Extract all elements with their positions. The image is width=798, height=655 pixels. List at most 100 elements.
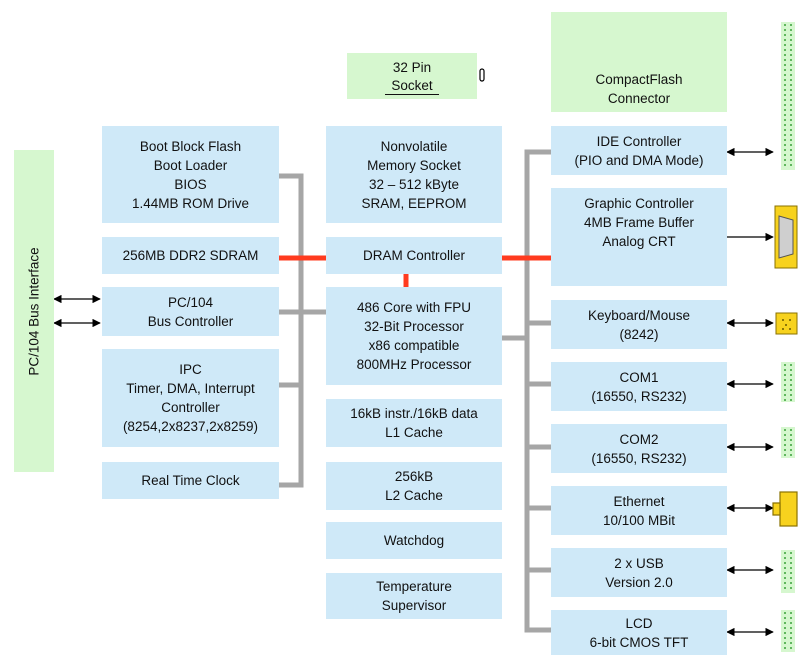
ipc-box: IPC Timer, DMA, Interrupt Controller (82… bbox=[102, 349, 279, 447]
cpu-line-4: 800MHz Processor bbox=[356, 357, 472, 372]
com1-line-2: (16550, RS232) bbox=[591, 388, 687, 404]
pin-header-pin bbox=[790, 79, 792, 81]
left-bus-lines bbox=[279, 173, 326, 488]
socket-pin-icon bbox=[479, 68, 485, 82]
pin-header-pin bbox=[790, 24, 792, 26]
pc104-bus-interface-label: PC/104 Bus Interface bbox=[26, 246, 42, 376]
pin-header-pin bbox=[784, 449, 786, 451]
cf-line-2: Connector bbox=[607, 91, 671, 106]
boot-block-flash-box: Boot Block Flash Boot Loader BIOS 1.44MB… bbox=[102, 126, 279, 223]
pin-header-pin bbox=[784, 149, 786, 151]
pin-header-pin bbox=[790, 449, 792, 451]
temp-line-1: Temperature bbox=[376, 579, 452, 594]
pin-header-pin bbox=[790, 444, 792, 446]
cpu-line-3: x86 compatible bbox=[368, 338, 460, 353]
pin-header-pin bbox=[784, 444, 786, 446]
graphic-line-1: Graphic Controller bbox=[584, 196, 694, 211]
pin-header-pin bbox=[784, 642, 786, 644]
watchdog-box: Watchdog bbox=[326, 522, 502, 559]
pin-header-pin bbox=[784, 647, 786, 649]
ipc-line-3: Controller bbox=[161, 400, 220, 415]
pin-header-pin bbox=[784, 389, 786, 391]
pin-header-pin bbox=[784, 622, 786, 624]
pin-header-pin bbox=[784, 154, 786, 156]
pin-header-pin bbox=[784, 582, 786, 584]
bus-controller-line-2: Bus Controller bbox=[147, 313, 234, 329]
pin-header-pin bbox=[784, 384, 786, 386]
pin-header-pin bbox=[784, 84, 786, 86]
pin-header-pin bbox=[790, 134, 792, 136]
pin-header-icon bbox=[781, 550, 795, 593]
temperature-supervisor-box: Temperature Supervisor bbox=[326, 573, 502, 619]
pin-header-pin bbox=[790, 389, 792, 391]
pin-header-pin bbox=[790, 622, 792, 624]
pin-header-pin bbox=[784, 144, 786, 146]
pin-header-pin bbox=[790, 399, 792, 401]
pin-header-pin bbox=[784, 99, 786, 101]
pin-header-pin bbox=[784, 24, 786, 26]
com2-line-2: (16550, RS232) bbox=[591, 450, 687, 466]
ps2-port-icon bbox=[775, 312, 798, 335]
graphic-line-2: 4MB Frame Buffer bbox=[583, 215, 695, 230]
pin-header-pin bbox=[784, 429, 786, 431]
dram-controller-box: DRAM Controller bbox=[326, 237, 502, 274]
pin-header-pin bbox=[784, 454, 786, 456]
pin-header-pin bbox=[784, 94, 786, 96]
l2-line-2: L2 Cache bbox=[385, 488, 443, 503]
nvram-line-3: 32 – 512 kByte bbox=[368, 176, 460, 192]
pin-header-pin bbox=[784, 34, 786, 36]
pin-header-pin bbox=[790, 454, 792, 456]
pin-header-pin bbox=[784, 89, 786, 91]
rj45-port-icon bbox=[772, 491, 798, 527]
pin-header-pin bbox=[784, 394, 786, 396]
pin-header-pin bbox=[784, 119, 786, 121]
pin-header-pin bbox=[790, 164, 792, 166]
pin-header-pin bbox=[784, 164, 786, 166]
pin-header-pin bbox=[790, 647, 792, 649]
ipc-line-4: (8254,2x8237,2x8259) bbox=[122, 419, 259, 434]
rtc-line-1: Real Time Clock bbox=[141, 473, 240, 488]
ethernet-box: Ethernet 10/100 MBit bbox=[551, 486, 727, 535]
pin-header-pin bbox=[790, 587, 792, 589]
graphic-controller-box: Graphic Controller 4MB Frame Buffer Anal… bbox=[551, 188, 727, 286]
pin-header-pin bbox=[790, 104, 792, 106]
pin-header-pin bbox=[790, 119, 792, 121]
nvram-line-2: Memory Socket bbox=[367, 157, 461, 173]
pin-header-pin bbox=[790, 139, 792, 141]
pin-header-pin bbox=[784, 552, 786, 554]
ethernet-line-1: Ethernet bbox=[613, 493, 665, 509]
pin-header-pin bbox=[784, 439, 786, 441]
boot-line-1: Boot Block Flash bbox=[139, 138, 242, 154]
pin-header-pin bbox=[790, 89, 792, 91]
ethernet-line-2: 10/100 MBit bbox=[602, 512, 676, 528]
pin-header-pin bbox=[784, 109, 786, 111]
pin-header-pin bbox=[790, 39, 792, 41]
pin-header-pin bbox=[790, 612, 792, 614]
pin-header-pin bbox=[784, 637, 786, 639]
pin-header-pin bbox=[790, 124, 792, 126]
boot-line-2: Boot Loader bbox=[153, 157, 228, 173]
cf-line-1: CompactFlash bbox=[595, 72, 683, 87]
l1-line-2: L1 Cache bbox=[385, 425, 443, 440]
ide-line-1: IDE Controller bbox=[596, 133, 682, 149]
compactflash-connector-box: CompactFlash Connector bbox=[551, 12, 727, 112]
ide-controller-box: IDE Controller (PIO and DMA Mode) bbox=[551, 126, 727, 175]
lcd-line-2: 6-bit CMOS TFT bbox=[589, 634, 689, 650]
cpu-line-1: 486 Core with FPU bbox=[356, 300, 472, 315]
real-time-clock-box: Real Time Clock bbox=[102, 462, 279, 499]
pin-header-pin bbox=[790, 394, 792, 396]
pin-header-pin bbox=[790, 59, 792, 61]
ipc-line-2: Timer, DMA, Interrupt bbox=[126, 381, 255, 396]
pin-header-icon bbox=[781, 22, 795, 652]
bus-controller-line-1: PC/104 bbox=[167, 294, 214, 310]
pin-header-pin bbox=[790, 84, 792, 86]
graphic-line-3: Analog CRT bbox=[602, 234, 676, 249]
pin-header-pin bbox=[790, 617, 792, 619]
nvram-line-1: Nonvolatile bbox=[380, 138, 448, 154]
pin-header-pin bbox=[790, 637, 792, 639]
nonvolatile-memory-box: Nonvolatile Memory Socket 32 – 512 kByte… bbox=[326, 126, 502, 223]
pin-header-pin bbox=[790, 632, 792, 634]
pin-header-pin bbox=[784, 29, 786, 31]
l1-line-1: 16kB instr./16kB data bbox=[350, 406, 478, 421]
